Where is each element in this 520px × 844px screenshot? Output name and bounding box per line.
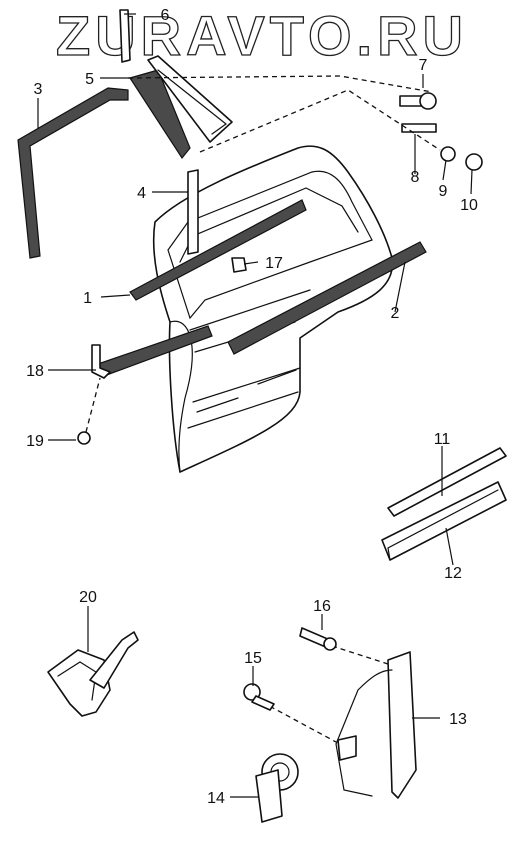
guide-line-upper [127,75,433,93]
part-4-post [187,169,199,255]
callout-20: 20 [79,589,97,606]
callout-8: 8 [411,169,420,186]
door-seal-strips [17,69,427,377]
callout-15: 15 [244,650,262,667]
guide-line-19 [85,377,101,433]
leader-lines [37,13,473,798]
callout-13: 13 [449,711,467,728]
callout-1: 1 [83,290,92,307]
parts-11-12-moldings [381,447,507,561]
part-19-clip [77,431,91,445]
part-14-regulator-motor [255,753,299,823]
callout-16: 16 [313,598,331,615]
callout-19: 19 [26,433,44,450]
quarter-window-glass [147,55,233,143]
guide-line-15 [261,701,337,743]
callout-17: 17 [265,255,283,272]
callout-4: 4 [137,185,146,202]
callout-12: 12 [444,565,462,582]
part-13-window-regulator [335,651,417,799]
watermark-text: ZURAVTO.RU [56,4,468,67]
callout-3: 3 [34,81,43,98]
callout-7: 7 [419,57,428,74]
callout-18: 18 [26,363,44,380]
part-20-door-handle [47,631,139,717]
part-18-bracket [91,344,111,379]
callout-5: 5 [85,71,94,88]
callout-6: 6 [161,7,170,24]
callout-labels: 1 2 3 4 5 6 7 8 9 10 11 12 13 14 15 16 1… [26,7,478,807]
callout-9: 9 [439,183,448,200]
callout-14: 14 [207,790,225,807]
part-6-pin [119,9,131,63]
callout-2: 2 [391,305,400,322]
callout-11: 11 [434,431,451,448]
guide-line-16 [331,645,389,665]
part-16-rivet [299,627,337,651]
fasteners-7-10 [399,92,483,171]
part-17-clip [231,257,247,273]
part-15-bolt [243,683,275,711]
callout-10: 10 [460,197,478,214]
